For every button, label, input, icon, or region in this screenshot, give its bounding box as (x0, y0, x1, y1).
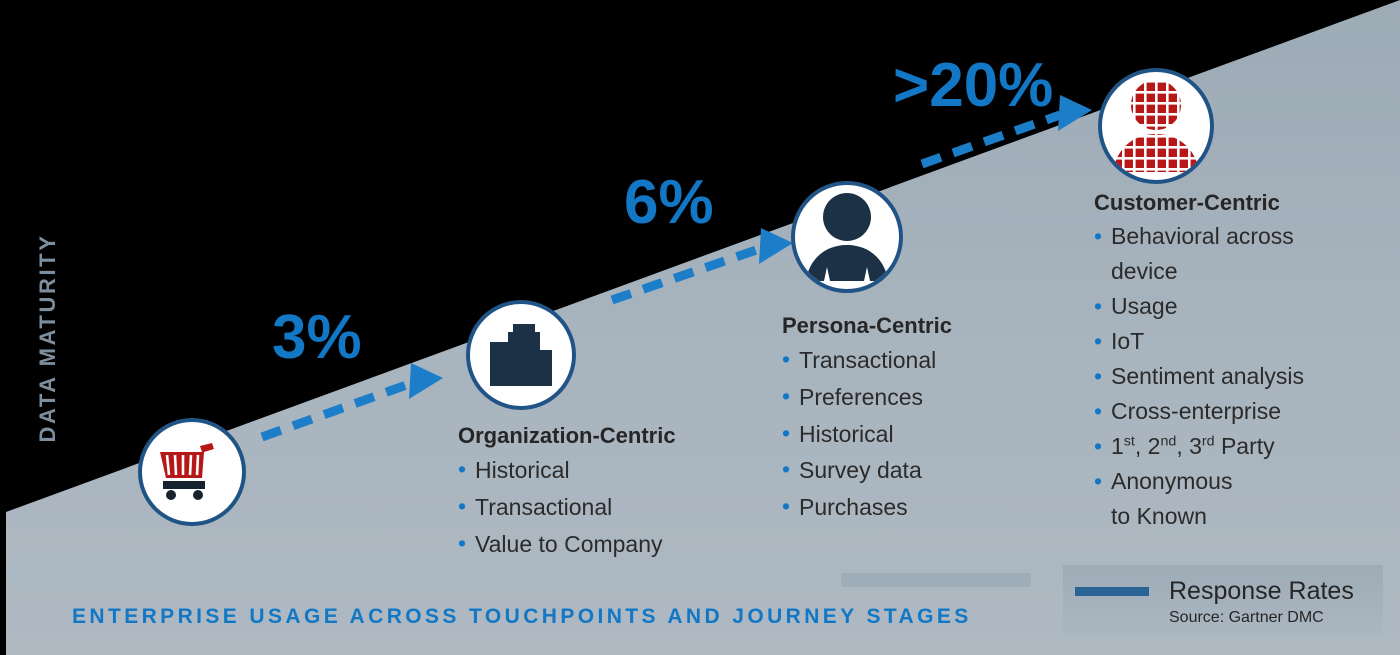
ordinal-suffix: Party (1214, 432, 1275, 459)
list-item: Purchases (782, 488, 952, 526)
list-item: Cross-enterprise (1094, 393, 1304, 430)
x-axis-caption: ENTERPRISE USAGE ACROSS TOUCHPOINTS AND … (72, 605, 972, 628)
stage-node-commerce[interactable] (138, 418, 246, 526)
list-item: Value to Company (458, 525, 676, 563)
list-item: Transactional (782, 341, 952, 379)
list-item: Usage (1094, 288, 1304, 325)
stage-text-customer: Customer-Centric Behavioral across devic… (1094, 190, 1304, 534)
stage-text-organization: Organization-Centric Historical Transact… (458, 423, 676, 562)
ordinal-prefix: 1 (1111, 432, 1124, 459)
growth-label-3pct: 3% (272, 303, 362, 372)
list-item: Behavioral across device (1094, 218, 1304, 289)
stage-node-customer[interactable] (1098, 68, 1214, 184)
stage-list-organization: Historical Transactional Value to Compan… (458, 451, 676, 563)
stage-node-persona[interactable] (791, 181, 903, 293)
ordinal-sup-1: st (1123, 433, 1135, 450)
list-item-party-ordinals: 1st, 2nd, 3rd Party (1094, 428, 1304, 465)
stage-title-persona: Persona-Centric (782, 313, 952, 338)
person-grid-icon (1113, 80, 1199, 172)
growth-label-20pct: >20% (893, 51, 1054, 120)
list-item: Survey data (782, 451, 952, 489)
person-icon (806, 193, 888, 281)
ordinal-sup-2: nd (1160, 433, 1177, 450)
shopping-cart-icon (160, 443, 214, 500)
stage-list-persona: Transactional Preferences Historical Sur… (782, 341, 952, 526)
list-item: Preferences (782, 378, 952, 416)
legend-entry: Response Rates (1075, 577, 1354, 606)
ordinal-mid-2: , 3 (1176, 432, 1202, 459)
list-item: Anonymous to Known (1094, 463, 1304, 534)
legend-panel: Response Rates Source: Gartner DMC (1063, 565, 1383, 635)
stage-text-persona: Persona-Centric Transactional Preference… (782, 313, 952, 526)
stage-node-organization[interactable] (466, 300, 576, 410)
stage-title-organization: Organization-Centric (458, 423, 676, 448)
ordinal-mid-1: , 2 (1134, 432, 1161, 459)
y-axis-label: DATA MATURITY (35, 233, 60, 443)
list-item: IoT (1094, 323, 1304, 360)
legend-line-swatch (1075, 587, 1149, 596)
ordinal-sup-3: rd (1201, 433, 1215, 450)
stage-list-customer: Behavioral across device Usage IoT Senti… (1094, 218, 1304, 534)
legend-source: Source: Gartner DMC (1169, 609, 1324, 626)
list-item: Historical (782, 415, 952, 453)
growth-label-6pct: 6% (624, 168, 714, 237)
stage-title-customer: Customer-Centric (1094, 190, 1280, 215)
list-item: Sentiment analysis (1094, 358, 1304, 395)
list-item: Transactional (458, 488, 676, 526)
list-item: Historical (458, 451, 676, 489)
legend-label: Response Rates (1169, 577, 1354, 605)
decorative-bar (841, 573, 1031, 587)
buildings-icon (490, 324, 552, 386)
